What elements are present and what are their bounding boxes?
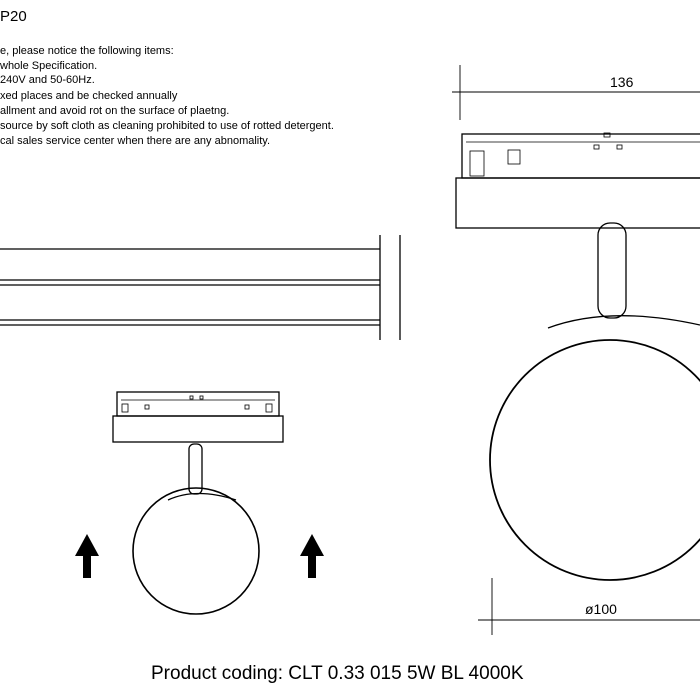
large-fixture [455, 132, 700, 581]
note-line-7: cal sales service center when there are … [0, 135, 271, 147]
note-line-5: allment and avoid rot on the surface of … [0, 105, 230, 117]
note-line-1: e, please notice the following items: [0, 45, 174, 57]
arrow-up-right-icon [300, 534, 324, 578]
width-dimension [452, 65, 700, 120]
sheet-title: P20 [0, 8, 27, 25]
small-fixture [112, 391, 284, 615]
note-line-2: whole Specification. [0, 60, 98, 72]
width-label: 136 [610, 74, 634, 90]
diameter-dimension [478, 578, 700, 635]
note-line-4: xed places and be checked annually [0, 90, 178, 102]
track-rail [0, 235, 401, 340]
note-line-3: 240V and 50-60Hz. [0, 74, 95, 86]
diameter-label: ø100 [585, 601, 617, 617]
arrow-up-left-icon [75, 534, 99, 578]
note-line-6: source by soft cloth as cleaning prohibi… [0, 120, 334, 132]
product-coding: Product coding: CLT 0.33 015 5W BL 4000K [151, 663, 524, 684]
